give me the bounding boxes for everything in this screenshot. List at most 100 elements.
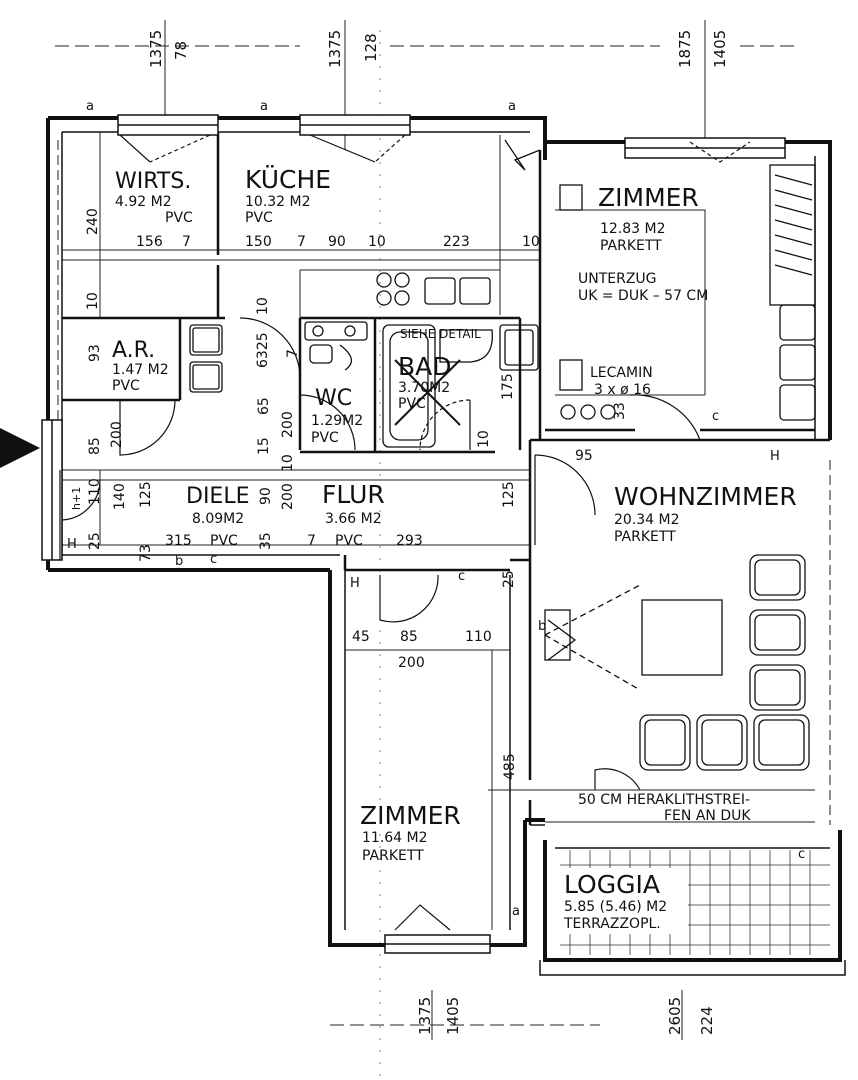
mark-b: b bbox=[175, 554, 183, 569]
dim-label: 7 bbox=[307, 533, 316, 549]
mark-c: c bbox=[712, 409, 719, 424]
bottom-dim-label: 1405 bbox=[444, 997, 462, 1035]
dim-label: 15 bbox=[256, 437, 272, 455]
bath-fixtures bbox=[382, 324, 539, 448]
dim-label: 240 bbox=[85, 208, 101, 235]
room-area: 3.70M2 bbox=[398, 380, 450, 396]
dim-label: 33 bbox=[612, 402, 628, 420]
room-name: WIRTS. bbox=[115, 169, 191, 194]
dim-label: 90 bbox=[328, 234, 346, 250]
room-floor: PARKETT bbox=[614, 529, 676, 545]
top-dim-label: 78 bbox=[172, 41, 190, 60]
dim-label: 156 bbox=[136, 234, 163, 250]
dim-label: 293 bbox=[396, 533, 423, 549]
room-name: DIELE bbox=[186, 484, 250, 509]
note-unterzug: UNTERZUG bbox=[578, 271, 657, 287]
top-dim-label: 1405 bbox=[711, 30, 729, 68]
dim-label: 485 bbox=[502, 753, 518, 780]
dim-label: 6325 bbox=[255, 332, 271, 368]
room-floor: PARKETT bbox=[600, 238, 662, 254]
note-siehe-detail: SIEHE DETAIL bbox=[400, 327, 481, 341]
dim-label: 7 bbox=[297, 234, 306, 250]
dim-label: 315 bbox=[165, 533, 192, 549]
dim-label: 200 bbox=[280, 411, 296, 438]
room-kueche: KÜCHE 10.32 M2 PVC bbox=[245, 165, 331, 226]
dim-label: 7 bbox=[285, 349, 301, 358]
door-swings bbox=[59, 134, 751, 931]
room-floor: PVC bbox=[165, 210, 193, 226]
dim-label: 110 bbox=[465, 629, 492, 645]
dim-label: 90 bbox=[258, 487, 274, 505]
storage-shelves bbox=[189, 324, 223, 393]
room-bad: BAD 3.70M2 PVC bbox=[398, 352, 452, 412]
partition-lines bbox=[62, 132, 815, 930]
living-room-furniture bbox=[544, 554, 810, 771]
bottom-dim-label: 1375 bbox=[416, 997, 434, 1035]
top-dim-label: 128 bbox=[362, 33, 380, 62]
room-area: 3.66 M2 bbox=[325, 511, 382, 527]
top-dim-label: 1875 bbox=[676, 30, 694, 68]
room-name: WC bbox=[315, 386, 352, 411]
room-area: 1.47 M2 bbox=[112, 362, 169, 378]
room-floor: PVC bbox=[335, 533, 363, 549]
dim-label: 35 bbox=[258, 532, 274, 550]
mark-h: H bbox=[67, 537, 77, 552]
room-area: 12.83 M2 bbox=[600, 221, 666, 237]
dashed-guides bbox=[57, 140, 831, 825]
dim-label: 223 bbox=[443, 234, 470, 250]
dim-label: 95 bbox=[575, 448, 593, 464]
dim-label: 125 bbox=[501, 481, 517, 508]
note-lecamin: LECAMIN bbox=[590, 365, 653, 381]
room-floor: PVC bbox=[112, 378, 140, 394]
dim-label: 200 bbox=[280, 483, 296, 510]
mark-b: b bbox=[538, 619, 546, 634]
room-loggia: LOGGIA 5.85 (5.46) M2 TERRAZZOPL. bbox=[563, 870, 667, 932]
note-lecamin-size: 3 x ø 16 bbox=[594, 382, 651, 398]
room-floor: PVC bbox=[398, 396, 426, 412]
note-heraklith: 50 CM HERAKLITHSTREI- bbox=[578, 792, 750, 808]
mark-h: H bbox=[350, 576, 360, 591]
room-area: 8.09M2 bbox=[192, 511, 244, 527]
room-name: A.R. bbox=[112, 338, 155, 363]
mark-a: a bbox=[260, 99, 268, 114]
mark-h-plus-1: h+1 bbox=[70, 487, 83, 510]
wc-fixtures bbox=[304, 321, 368, 371]
entrance-arrow bbox=[0, 428, 40, 468]
room-floor: TERRAZZOPL. bbox=[563, 916, 661, 932]
bottom-dim-label: 2605 bbox=[666, 997, 684, 1035]
dim-label: 85 bbox=[87, 437, 103, 455]
room-area: 11.64 M2 bbox=[362, 830, 428, 846]
dim-label: 200 bbox=[398, 655, 425, 671]
dim-label: 25 bbox=[501, 570, 517, 588]
room-floor: PVC bbox=[245, 210, 273, 226]
interior-walls bbox=[62, 132, 830, 825]
dim-label: 150 bbox=[245, 234, 272, 250]
room-area: 4.92 M2 bbox=[115, 194, 172, 210]
dim-label: 10 bbox=[85, 292, 101, 310]
room-floor: PVC bbox=[311, 430, 339, 446]
room-floor: PVC bbox=[210, 533, 238, 549]
room-area: 20.34 M2 bbox=[614, 512, 680, 528]
room-area: 1.29M2 bbox=[311, 413, 363, 429]
windows bbox=[41, 114, 786, 954]
interior-dimensions: 156 7 150 7 90 10 223 10 95 73 315 7 293… bbox=[136, 234, 593, 671]
top-dim-label: 1375 bbox=[147, 30, 165, 68]
dim-label: 175 bbox=[500, 373, 516, 400]
mark-c: c bbox=[798, 847, 805, 862]
dim-label: 10 bbox=[476, 430, 492, 448]
room-zimmer-s: ZIMMER 11.64 M2 PARKETT bbox=[360, 801, 461, 864]
plan-marks: a a a a b b c c c c H H H h+1 bbox=[67, 99, 805, 919]
dim-label: 125 bbox=[138, 481, 154, 508]
dim-label: 73 bbox=[138, 544, 154, 562]
note-heraklith-2: FEN AN DUK bbox=[664, 808, 751, 824]
room-wc: WC 1.29M2 PVC bbox=[311, 386, 363, 446]
bedroom-furniture bbox=[559, 164, 816, 421]
room-diele: DIELE 8.09M2 PVC bbox=[186, 484, 250, 549]
dim-label: 45 bbox=[352, 629, 370, 645]
dim-label: 10 bbox=[368, 234, 386, 250]
room-zimmer-ne: ZIMMER 12.83 M2 PARKETT bbox=[598, 183, 699, 254]
dim-label: 10 bbox=[280, 454, 296, 472]
top-dimension-labels: 1375 78 1375 128 1875 1405 bbox=[147, 30, 729, 68]
room-ar: A.R. 1.47 M2 PVC bbox=[112, 338, 169, 394]
